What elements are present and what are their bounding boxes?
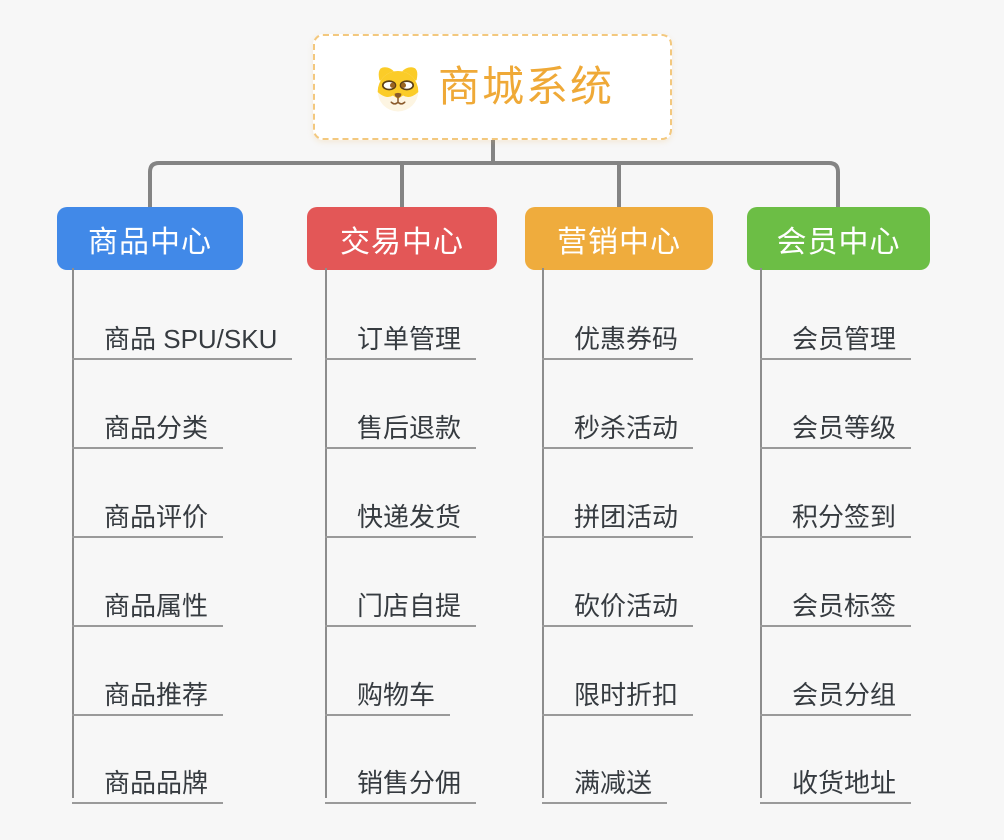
leaf-node[interactable]: 拼团活动 <box>542 486 694 538</box>
branch-trunk-line <box>325 268 327 798</box>
leaf-node[interactable]: 秒杀活动 <box>542 397 694 449</box>
branch-node-marketing[interactable]: 营销中心 <box>525 207 713 270</box>
leaf-node[interactable]: 限时折扣 <box>542 664 694 716</box>
root-title: 商城系统 <box>437 63 614 110</box>
root-node[interactable]: 商城系统 <box>313 34 672 140</box>
leaf-node[interactable]: 销售分佣 <box>325 752 477 804</box>
leaf-node[interactable]: 砍价活动 <box>542 575 694 627</box>
branch-trunk-line <box>542 268 544 798</box>
leaf-node[interactable]: 会员标签 <box>760 575 912 627</box>
leaf-node[interactable]: 优惠券码 <box>542 308 694 360</box>
leaf-node[interactable]: 会员等级 <box>760 397 912 449</box>
branch-label: 商品中心 <box>88 225 212 259</box>
leaf-node[interactable]: 会员分组 <box>760 664 912 716</box>
branch-label: 会员中心 <box>776 225 901 259</box>
leaf-node[interactable]: 商品品牌 <box>72 752 224 804</box>
leaf-node[interactable]: 积分签到 <box>760 486 912 538</box>
leaf-node[interactable]: 售后退款 <box>325 397 477 449</box>
leaf-node[interactable]: 商品评价 <box>72 486 224 538</box>
leaf-node[interactable]: 购物车 <box>325 664 451 716</box>
branch-trunk-line <box>72 268 74 798</box>
branch-label: 营销中心 <box>557 225 681 259</box>
branch-node-members[interactable]: 会员中心 <box>747 207 930 270</box>
branch-label: 交易中心 <box>340 225 464 259</box>
leaf-node[interactable]: 收货地址 <box>760 752 912 804</box>
leaf-node[interactable]: 会员管理 <box>760 308 912 360</box>
leaf-node[interactable]: 商品 SPU/SKU <box>72 308 293 360</box>
branch-trunk-line <box>760 268 762 798</box>
leaf-node[interactable]: 快递发货 <box>325 486 477 538</box>
leaf-node[interactable]: 满减送 <box>542 752 668 804</box>
leaf-node[interactable]: 商品推荐 <box>72 664 224 716</box>
branch-node-products[interactable]: 商品中心 <box>57 207 243 270</box>
branch-node-trade[interactable]: 交易中心 <box>307 207 497 270</box>
leaf-node[interactable]: 商品属性 <box>72 575 224 627</box>
leaf-node[interactable]: 门店自提 <box>325 575 477 627</box>
leaf-node[interactable]: 订单管理 <box>325 308 477 360</box>
dog-face-icon <box>377 67 419 112</box>
leaf-node[interactable]: 商品分类 <box>72 397 224 449</box>
